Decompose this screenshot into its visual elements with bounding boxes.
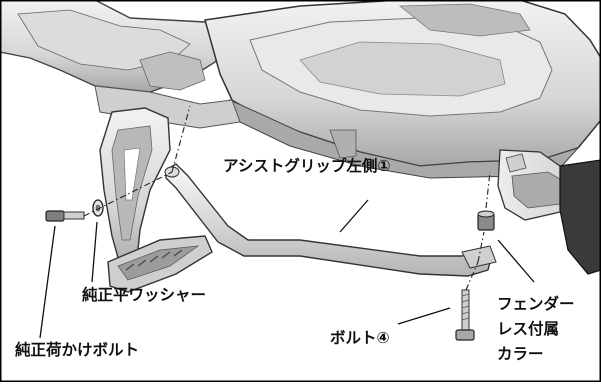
- fender-collar-label-line3: カラー: [497, 345, 544, 363]
- fender-collar-label-line2: レス付属: [497, 320, 560, 338]
- genuine-flat-washer: [92, 199, 104, 217]
- bolt-4: [455, 289, 475, 341]
- genuine-luggage-hook-bolt: [45, 210, 85, 222]
- luggage-hook-bolt-label: 純正荷かけボルト: [15, 341, 140, 359]
- flat-washer-label: 純正平ワッシャー: [82, 286, 207, 304]
- assist-grip-bar: [164, 163, 497, 277]
- leader-lines: [39, 199, 535, 339]
- motorcycle-rear-frame: [0, 0, 601, 179]
- fender-collar-label-line1: フェンダー: [497, 295, 575, 313]
- fender-collar: [477, 210, 495, 231]
- fender-collar-label: フェンダー レス付属 カラー: [497, 292, 575, 367]
- fender-bracket: [497, 149, 601, 275]
- assist-grip-label: アシストグリップ左側①: [223, 157, 391, 175]
- assembly-guide-lines: [83, 105, 491, 291]
- bolt-4-label: ボルト④: [330, 329, 390, 347]
